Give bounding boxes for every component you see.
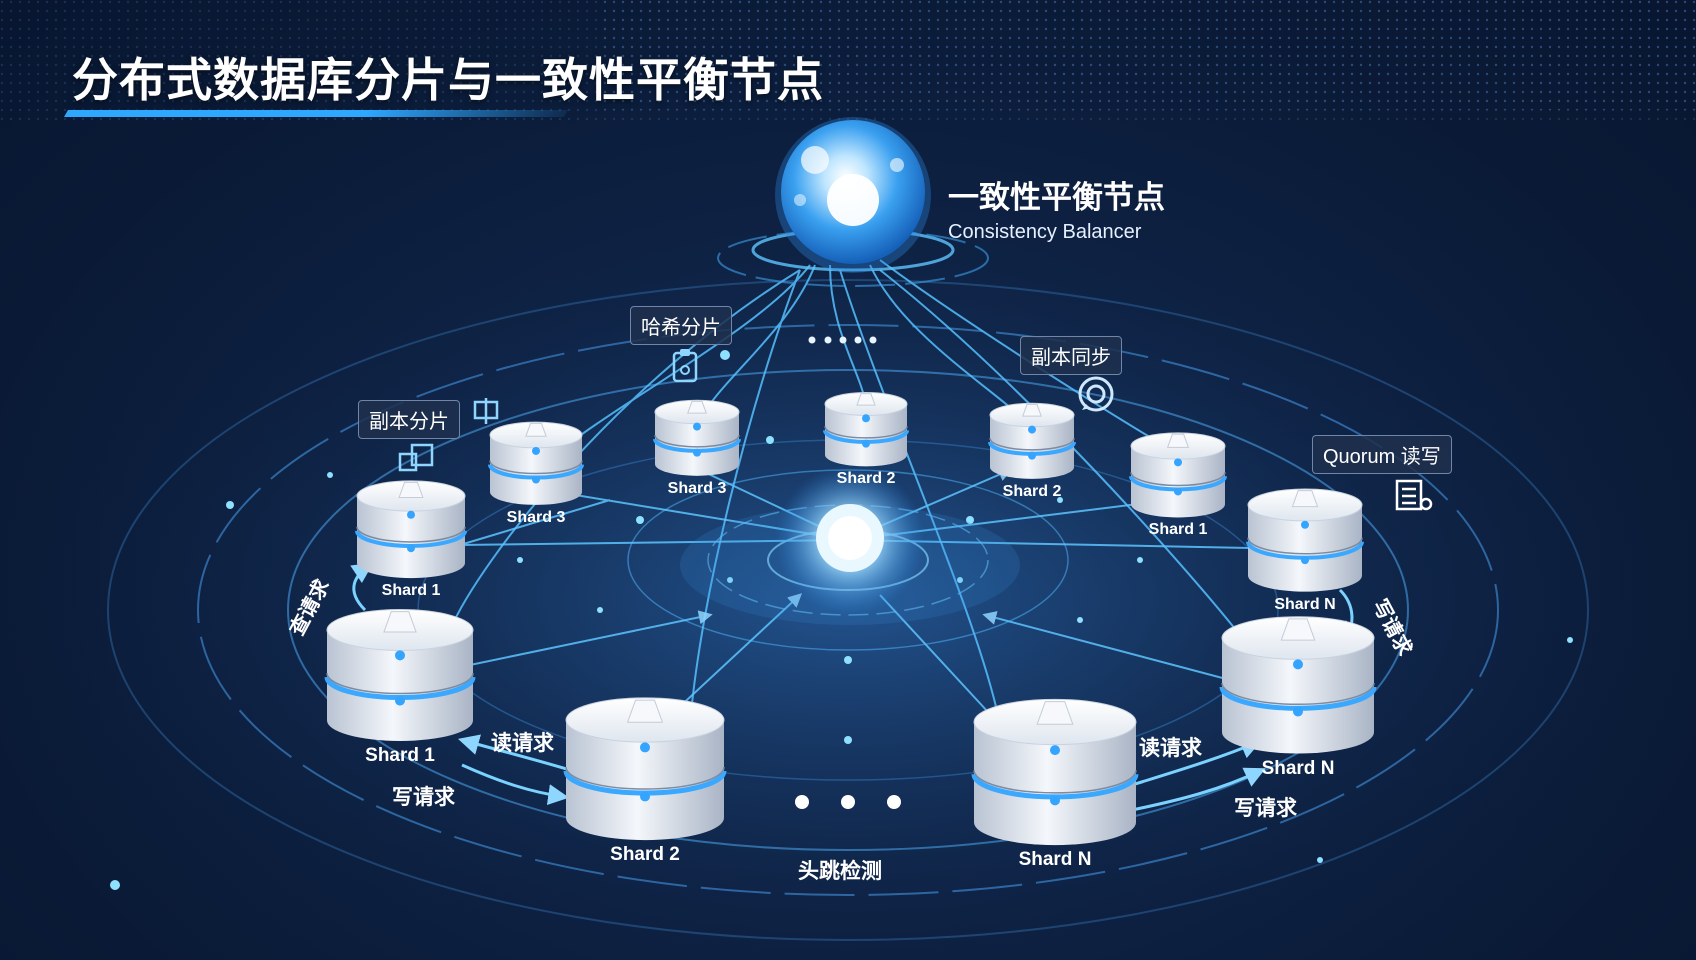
shard-label: Shard 3	[506, 508, 566, 526]
tag-quorum: Quorum 读写	[1312, 435, 1452, 474]
shard-cylinder	[563, 697, 727, 841]
tag-replica-sync: 副本同步	[1020, 336, 1122, 375]
central-hub	[680, 465, 1020, 625]
heartbeat-label: 头跳检测	[798, 860, 882, 883]
shard-cylinder	[971, 698, 1139, 846]
shard-cylinder	[823, 392, 909, 467]
shard-label: Shard 1	[1148, 521, 1208, 539]
shard-nodes	[324, 392, 1377, 846]
shard-label: Shard 2	[1002, 482, 1062, 500]
write-request-right: 写请求	[1234, 797, 1297, 820]
balancer-orb	[717, 117, 989, 287]
balancer-label-cn: 一致性平衡节点	[948, 180, 1165, 215]
title-underline	[63, 110, 569, 117]
shard-label: Shard N	[1261, 757, 1335, 779]
shard-label: Shard N	[1018, 849, 1092, 871]
replica-icon	[398, 443, 434, 472]
shard-cylinder	[324, 609, 476, 741]
shard-cylinder	[1129, 432, 1227, 518]
shard-label: Shard 2	[836, 470, 896, 488]
particle-dots	[110, 350, 1573, 890]
shard-label: Shard N	[1274, 595, 1336, 613]
shard-cylinder	[988, 402, 1076, 479]
sync-icon	[1078, 376, 1114, 412]
request-arrows	[350, 562, 1364, 812]
write-request-left: 写请求	[392, 786, 455, 809]
shard-label: Shard 1	[381, 582, 441, 600]
shard-cylinder	[355, 480, 467, 579]
ellipsis-dots	[808, 336, 877, 344]
shard-cylinder	[1246, 488, 1364, 592]
balancer-label: 一致性平衡节点 Consistency Balancer	[948, 172, 1165, 244]
tag-hash-shard: 哈希分片	[630, 306, 732, 345]
balancer-label-en: Consistency Balancer	[948, 221, 1142, 243]
shard-label: Shard 2	[610, 844, 680, 866]
shard-cylinder	[653, 399, 741, 476]
shard-label: Shard 3	[667, 479, 727, 497]
list-icon	[1395, 479, 1433, 511]
align-icon	[473, 398, 499, 424]
pagination-dots	[795, 795, 901, 809]
page-title: 分布式数据库分片与一致性平衡节点	[72, 54, 824, 106]
shard-cylinder	[1219, 616, 1377, 754]
tag-replica-shard: 副本分片	[358, 400, 460, 439]
read-request-right: 读请求	[1139, 737, 1202, 760]
read-request-left: 读请求	[491, 732, 554, 755]
clipboard-icon	[672, 349, 698, 383]
shard-cylinder	[488, 421, 584, 505]
shard-label: Shard 1	[365, 744, 435, 766]
